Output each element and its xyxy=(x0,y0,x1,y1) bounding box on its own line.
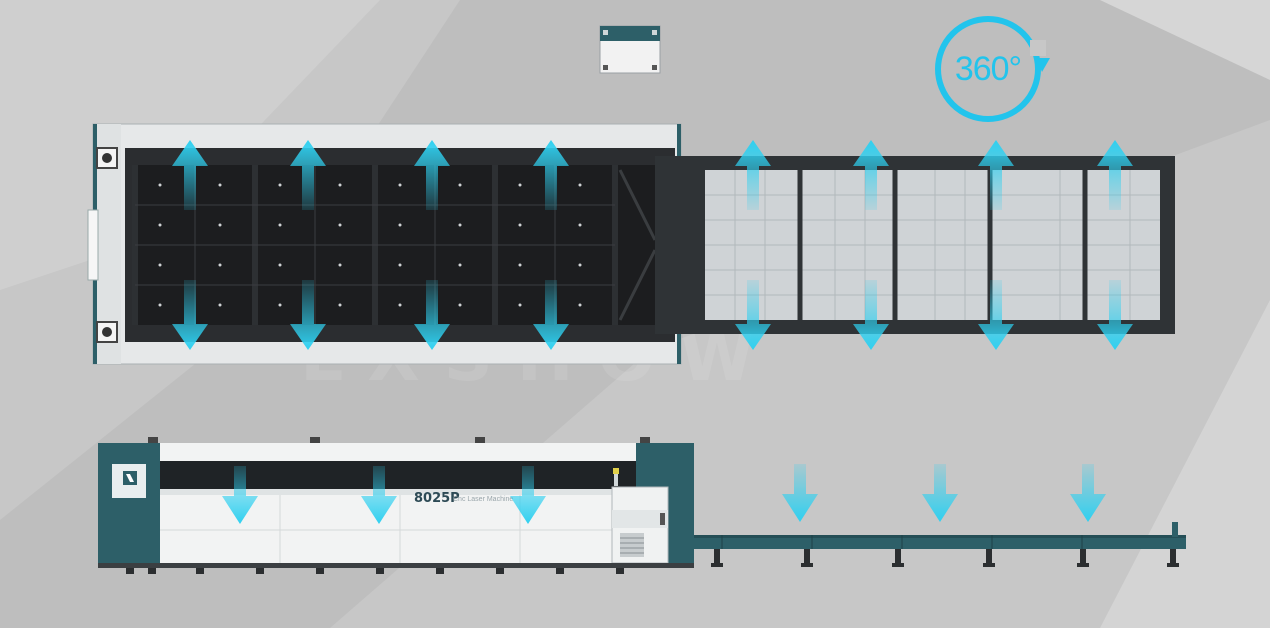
machine-subtitle-label: Cnc Laser Machine xyxy=(453,496,514,503)
rotation-label: 360° xyxy=(954,50,1022,88)
machine-model-label: 8025P xyxy=(414,491,460,506)
down-arrow-icon xyxy=(222,464,1106,524)
